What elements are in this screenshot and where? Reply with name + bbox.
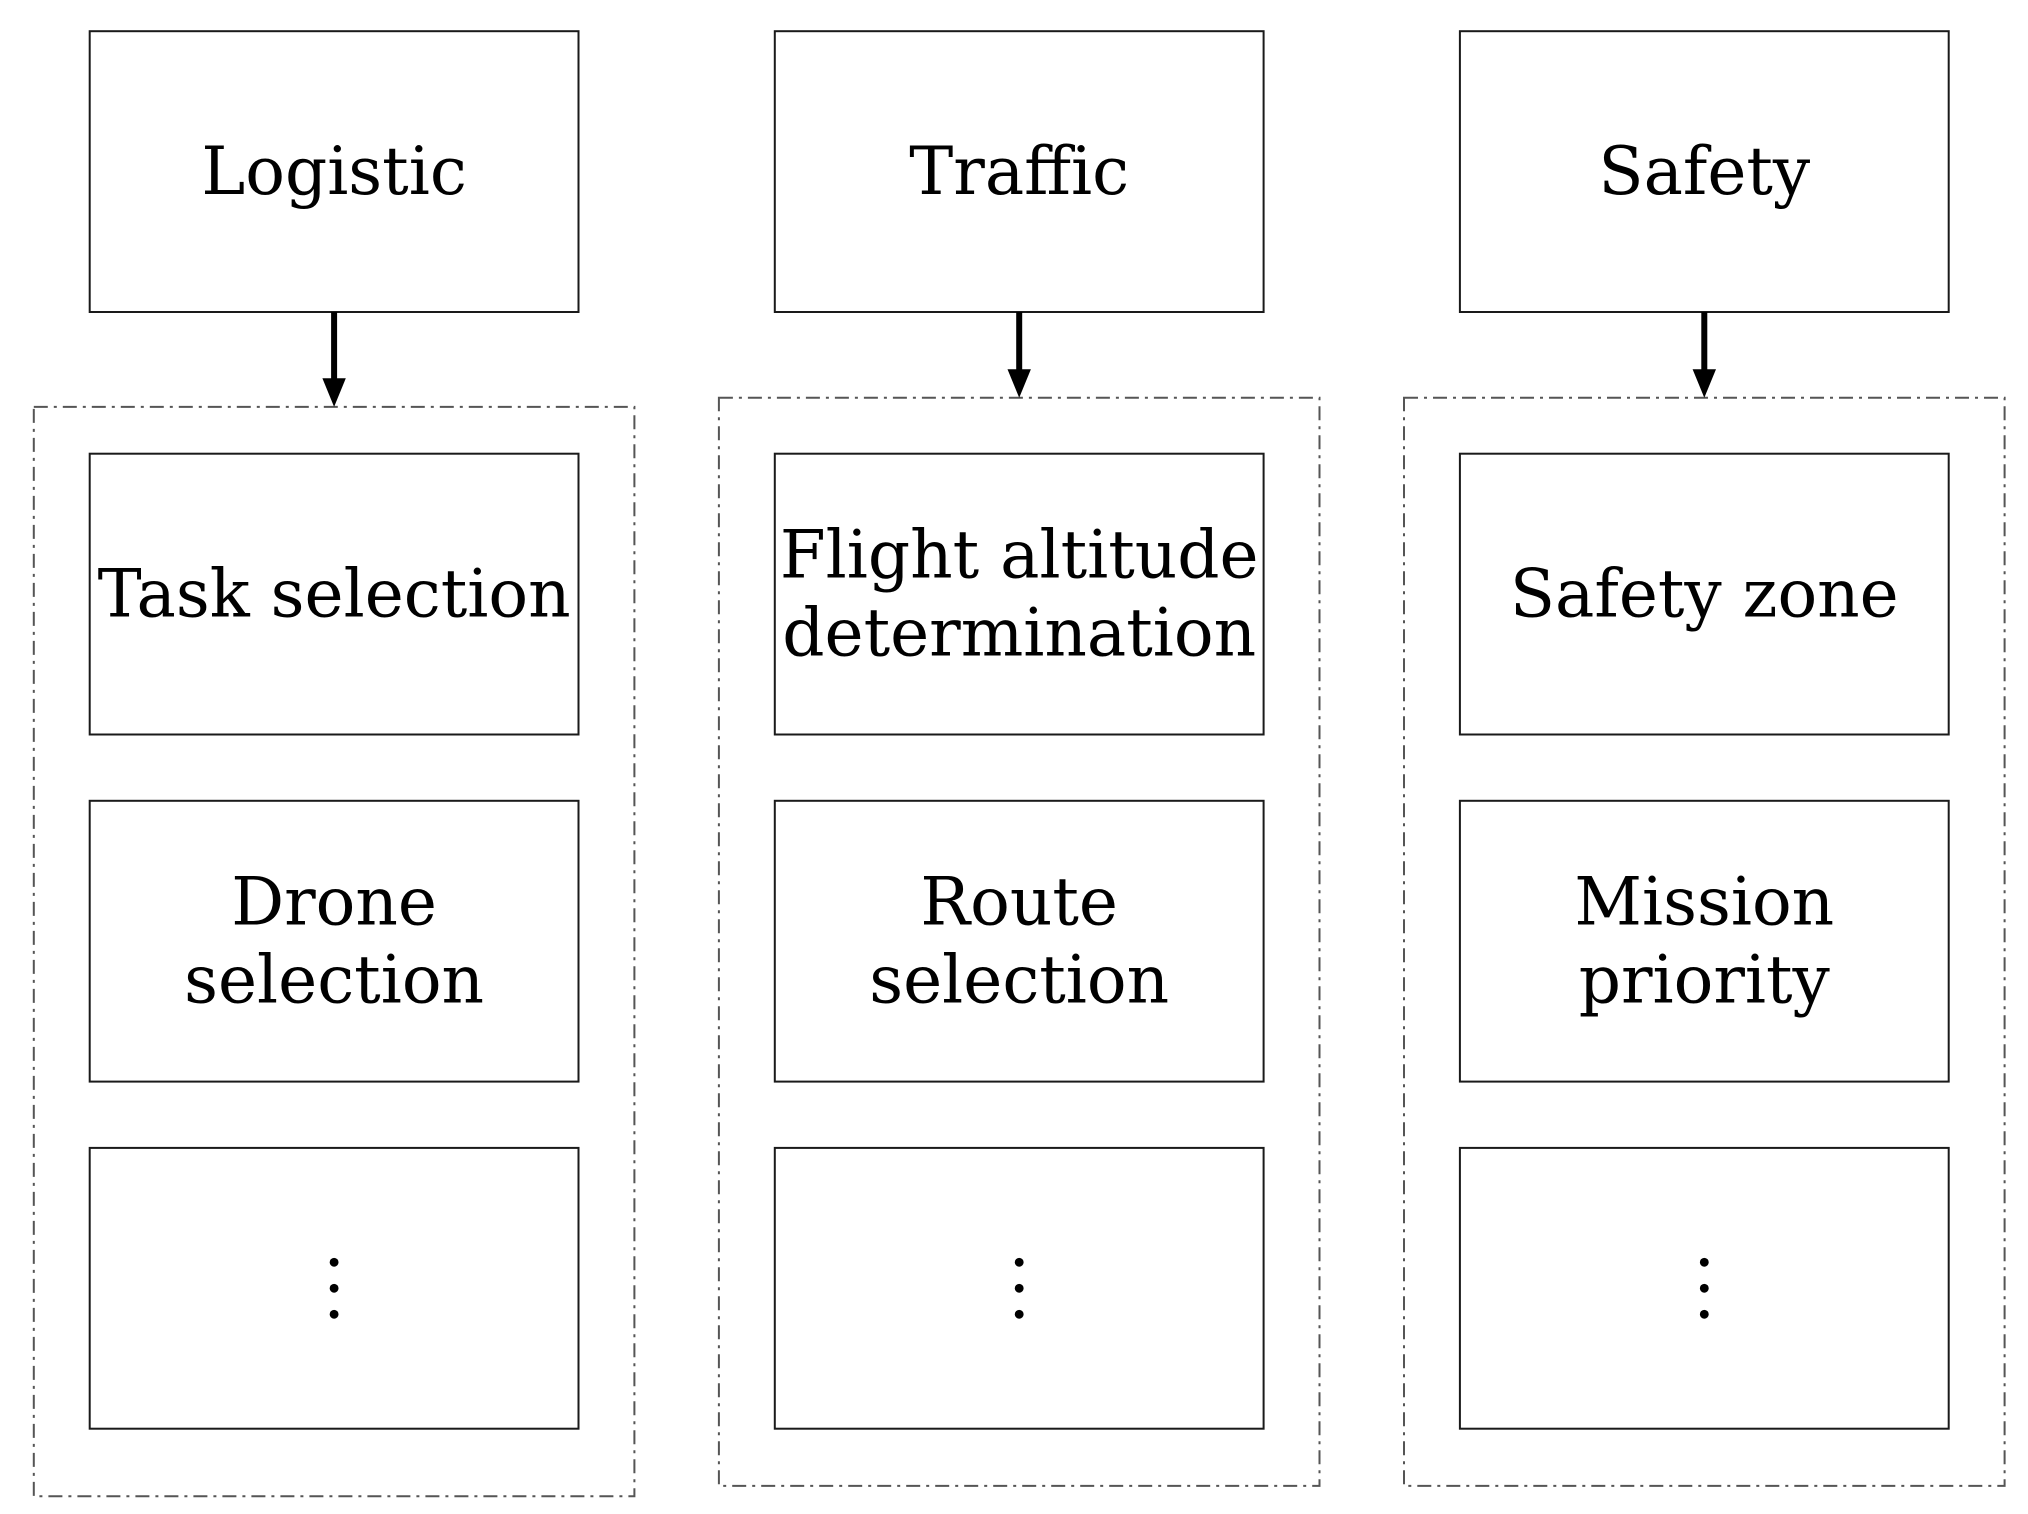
traffic-item-box <box>773 452 1265 736</box>
ellipsis-dot <box>1014 1309 1024 1319</box>
vertical-ellipsis-icon <box>1014 1257 1024 1319</box>
logistic-header-box <box>88 30 580 313</box>
ellipsis-dot <box>1014 1283 1024 1293</box>
logistic-item-drone-selection-line-1: Drone <box>231 864 437 941</box>
traffic-arrow <box>1007 312 1031 398</box>
ellipsis-dot <box>1699 1283 1709 1293</box>
ellipsis-dot <box>1699 1257 1709 1267</box>
traffic-header-box <box>773 30 1265 313</box>
safety-item-mission-priority-line-2: priority <box>1579 942 1831 1019</box>
safety-header-label: Safety <box>1598 133 1811 210</box>
vertical-ellipsis-icon <box>329 1257 339 1319</box>
safety-arrow <box>1692 312 1716 398</box>
ellipsis-dot <box>329 1309 339 1319</box>
safety-item-box <box>1458 452 1950 736</box>
logistic-arrow-head <box>322 378 346 407</box>
logistic-group-frame <box>32 405 636 1498</box>
ellipsis-dot <box>329 1257 339 1267</box>
logistic-item-task-selection-line-1: Task selection <box>98 556 571 633</box>
traffic-header-label: Traffic <box>909 133 1129 210</box>
vertical-ellipsis-icon <box>1699 1257 1709 1319</box>
safety-item-safety-zone: Safety zone <box>1458 452 1950 736</box>
ellipsis-dot <box>1699 1309 1709 1319</box>
safety-item-box <box>1458 799 1950 1083</box>
safety-arrow-head <box>1692 369 1716 398</box>
traffic-item-route-selection-line-1: Route <box>920 864 1118 941</box>
traffic-arrow-head <box>1007 369 1031 398</box>
safety-item-mission-priority-line-1: Mission <box>1574 864 1834 941</box>
traffic-item-flight-altitude-determination-line-1: Flight altitude <box>780 517 1259 594</box>
safety-header-box <box>1458 30 1950 313</box>
safety-item-safety-zone-line-1: Safety zone <box>1510 556 1899 633</box>
logistic-item-box <box>88 452 580 736</box>
traffic-item-flight-altitude-determination-line-2: determination <box>782 595 1256 672</box>
traffic-item-more-items <box>773 1146 1265 1430</box>
ellipsis-dot <box>329 1283 339 1293</box>
safety-item-more-items <box>1458 1146 1950 1430</box>
logistic-item-more-items <box>88 1146 580 1430</box>
traffic-item-box <box>773 799 1265 1083</box>
logistic-arrow <box>322 312 346 407</box>
traffic-item-route-selection-line-2: selection <box>869 942 1169 1019</box>
ellipsis-dot <box>1014 1257 1024 1267</box>
logistic-header-label: Logistic <box>201 133 466 210</box>
logistic-item-task-selection: Task selection <box>88 452 580 736</box>
logistic-item-box <box>88 799 580 1083</box>
logistic-item-drone-selection-line-2: selection <box>184 942 484 1019</box>
